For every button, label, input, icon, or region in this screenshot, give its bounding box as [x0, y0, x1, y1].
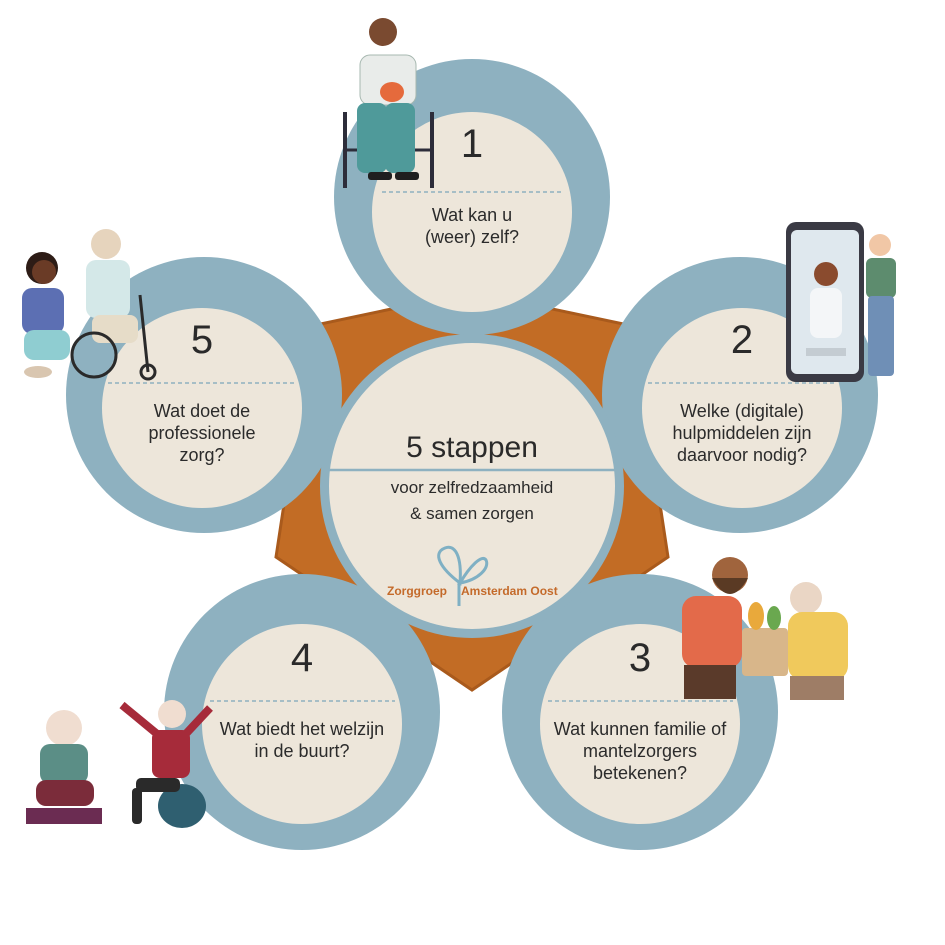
- disc-step-1: [372, 112, 572, 312]
- step-2: 2 Welke (digitale) hulpmiddelen zijn daa…: [612, 278, 872, 538]
- disc-step-4: [202, 624, 402, 824]
- step-5: 5 Wat doet de professionele zorg?: [72, 278, 332, 538]
- step-question: Wat biedt het welzijn in de buurt?: [219, 719, 385, 761]
- disc-center: [329, 343, 615, 629]
- wheelchair-man-illustration: [343, 18, 434, 188]
- center-panel: 5 stappen voor zelfredzaamheid & samen z…: [327, 341, 617, 631]
- disc-step-5: [102, 308, 302, 508]
- step-number: 1: [460, 122, 484, 166]
- groceries-illustration: [682, 557, 848, 700]
- logo-text-right: Amsterdam Oost: [461, 584, 558, 598]
- step-4: 4 Wat biedt het welzijn in de buurt?: [172, 596, 432, 856]
- center-subtitle: voor zelfredzaamheid & samen zorgen: [390, 478, 554, 523]
- step-number: 3: [628, 636, 652, 680]
- exercise-illustration: [26, 700, 213, 828]
- step-question: Wat kan u (weer) zelf?: [424, 205, 520, 247]
- digital-consult-illustration: [786, 222, 896, 382]
- step-1: 1 Wat kan u (weer) zelf?: [342, 82, 602, 342]
- logo-text-left: Zorggroep: [387, 584, 447, 598]
- nurse-care-illustration: [22, 229, 157, 381]
- step-number: 4: [290, 636, 314, 680]
- step-question: Wat kunnen familie of mantelzorgers bete…: [553, 719, 727, 783]
- step-question: Wat doet de professionele zorg?: [148, 401, 256, 465]
- step-question: Welke (digitale) hulpmiddelen zijn daarv…: [672, 401, 812, 465]
- center-title: 5 stappen: [406, 431, 538, 464]
- logo-symbol-icon: [437, 545, 489, 606]
- step-number: 2: [730, 318, 754, 362]
- step-number: 5: [190, 318, 214, 362]
- step-3: 3 Wat kunnen familie of mantelzorgers be…: [510, 596, 770, 856]
